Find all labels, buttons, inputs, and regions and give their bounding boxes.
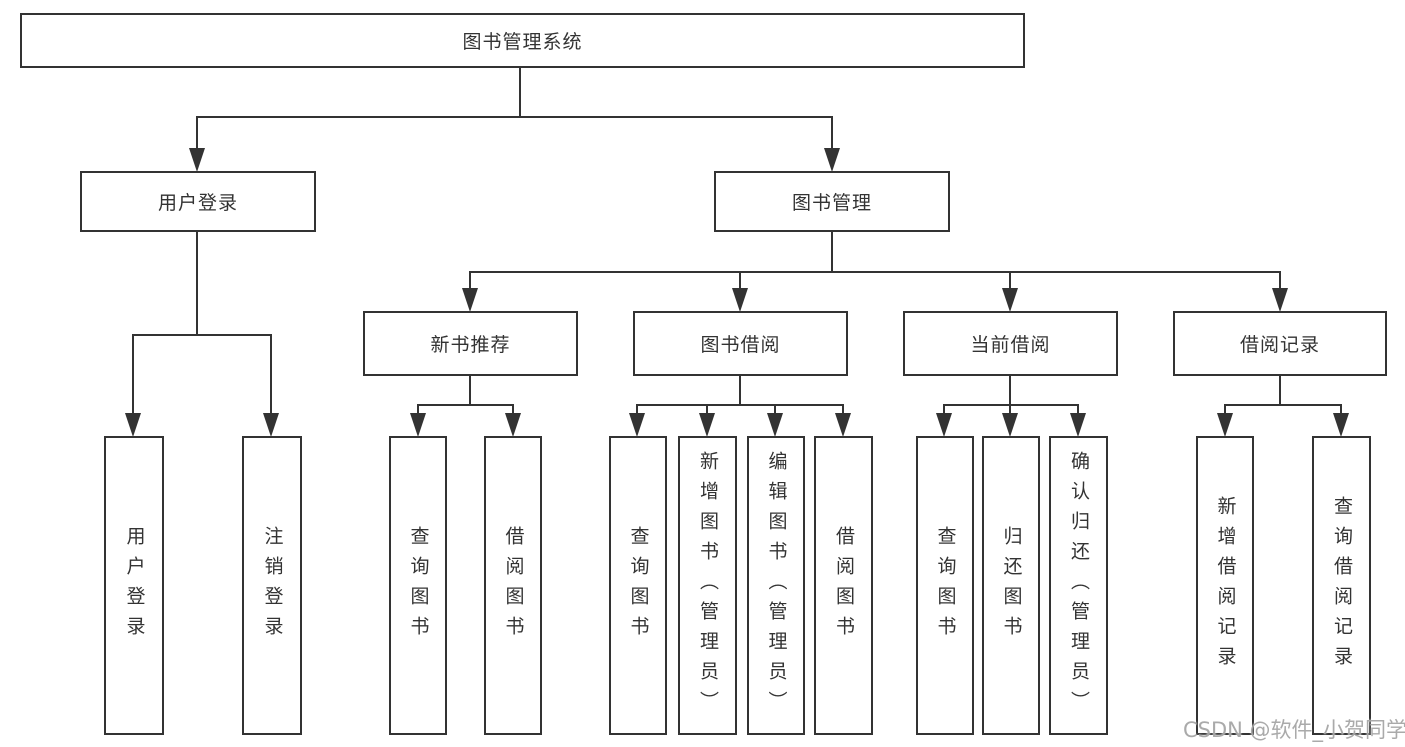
leaf-borrow-query-books: 查询图书 bbox=[609, 436, 667, 735]
arrowhead-down-icon bbox=[505, 413, 521, 437]
connector-line bbox=[831, 116, 833, 152]
leaf-user-login: 用户登录 bbox=[104, 436, 164, 735]
node-user-login-label: 用户登录 bbox=[157, 192, 238, 214]
arrowhead-down-icon bbox=[1070, 413, 1086, 437]
connector-line bbox=[469, 271, 471, 291]
leaf-borrow-add-books-admin: 新增图书（管理员） bbox=[678, 436, 737, 735]
connector-line bbox=[196, 230, 198, 336]
connector-line bbox=[739, 271, 741, 291]
node-borrow-record-label: 借阅记录 bbox=[1239, 334, 1320, 356]
connector-line bbox=[1279, 374, 1281, 406]
leaf-newbook-borrow-books: 借阅图书 bbox=[484, 436, 542, 735]
connector-line bbox=[636, 404, 844, 406]
connector-line bbox=[512, 404, 514, 418]
node-current-borrow: 当前借阅 bbox=[903, 311, 1118, 376]
leaf-current-return-books-label: 归还图书 bbox=[1000, 525, 1023, 646]
connector-line bbox=[469, 374, 471, 406]
leaf-borrow-query-books-label: 查询图书 bbox=[627, 525, 650, 646]
arrowhead-down-icon bbox=[189, 148, 205, 172]
leaf-current-confirm-return-admin-label: 确认归还（管理员） bbox=[1068, 450, 1090, 721]
node-current-borrow-label: 当前借阅 bbox=[970, 334, 1051, 356]
node-borrow-record: 借阅记录 bbox=[1173, 311, 1387, 376]
node-new-book-recommend: 新书推荐 bbox=[363, 311, 578, 376]
node-root-label: 图书管理系统 bbox=[462, 31, 583, 53]
leaf-record-add-record: 新增借阅记录 bbox=[1196, 436, 1254, 735]
connector-line bbox=[1009, 271, 1011, 291]
arrowhead-down-icon bbox=[1002, 288, 1018, 312]
leaf-newbook-borrow-books-label: 借阅图书 bbox=[502, 525, 525, 646]
node-book-management: 图书管理 bbox=[714, 171, 950, 232]
connector-line bbox=[1340, 404, 1342, 418]
arrowhead-down-icon bbox=[1217, 413, 1233, 437]
connector-line bbox=[519, 66, 521, 118]
leaf-user-login-label: 用户登录 bbox=[123, 525, 146, 646]
connector-line bbox=[1077, 404, 1079, 418]
connector-line bbox=[831, 230, 833, 273]
leaf-logout-label: 注销登录 bbox=[261, 525, 284, 646]
arrowhead-down-icon bbox=[263, 413, 279, 437]
connector-line bbox=[270, 334, 272, 416]
connector-line bbox=[706, 404, 708, 418]
connector-line bbox=[1009, 374, 1011, 406]
node-book-management-label: 图书管理 bbox=[791, 192, 872, 214]
connector-line bbox=[132, 334, 272, 336]
leaf-borrow-edit-books-admin: 编辑图书（管理员） bbox=[747, 436, 805, 735]
leaf-borrow-add-books-admin-label: 新增图书（管理员） bbox=[697, 450, 719, 721]
connector-line bbox=[1224, 404, 1342, 406]
leaf-current-query-books-label: 查询图书 bbox=[934, 525, 957, 646]
connector-line bbox=[1224, 404, 1226, 418]
leaf-borrow-borrow-books: 借阅图书 bbox=[814, 436, 873, 735]
arrowhead-down-icon bbox=[1333, 413, 1349, 437]
arrowhead-down-icon bbox=[835, 413, 851, 437]
arrowhead-down-icon bbox=[125, 413, 141, 437]
connector-line bbox=[1009, 404, 1011, 418]
arrowhead-down-icon bbox=[1272, 288, 1288, 312]
leaf-newbook-query-books-label: 查询图书 bbox=[407, 525, 430, 646]
leaf-borrow-edit-books-admin-label: 编辑图书（管理员） bbox=[765, 450, 788, 721]
connector-line bbox=[196, 116, 833, 118]
leaf-record-add-record-label: 新增借阅记录 bbox=[1214, 495, 1237, 676]
node-root: 图书管理系统 bbox=[20, 13, 1025, 68]
connector-line bbox=[943, 404, 1079, 406]
connector-line bbox=[469, 271, 1281, 273]
node-new-book-recommend-label: 新书推荐 bbox=[430, 334, 511, 356]
leaf-current-return-books: 归还图书 bbox=[982, 436, 1040, 735]
leaf-record-query-record: 查询借阅记录 bbox=[1312, 436, 1371, 735]
arrowhead-down-icon bbox=[936, 413, 952, 437]
leaf-current-confirm-return-admin: 确认归还（管理员） bbox=[1049, 436, 1108, 735]
leaf-current-query-books: 查询图书 bbox=[916, 436, 974, 735]
connector-line bbox=[196, 116, 198, 152]
connector-line bbox=[417, 404, 419, 418]
arrowhead-down-icon bbox=[629, 413, 645, 437]
node-book-borrow: 图书借阅 bbox=[633, 311, 848, 376]
arrowhead-down-icon bbox=[1002, 413, 1018, 437]
arrowhead-down-icon bbox=[732, 288, 748, 312]
node-book-borrow-label: 图书借阅 bbox=[700, 334, 781, 356]
connector-line bbox=[943, 404, 945, 418]
connector-line bbox=[417, 404, 514, 406]
connector-line bbox=[636, 404, 638, 418]
connector-line bbox=[842, 404, 844, 418]
connector-line bbox=[739, 374, 741, 406]
csdn-watermark: CSDN @软件_小贺同学 bbox=[1183, 718, 1405, 742]
leaf-record-query-record-label: 查询借阅记录 bbox=[1331, 495, 1353, 676]
arrowhead-down-icon bbox=[699, 413, 715, 437]
connector-line bbox=[1279, 271, 1281, 291]
leaf-borrow-borrow-books-label: 借阅图书 bbox=[833, 525, 855, 646]
arrowhead-down-icon bbox=[410, 413, 426, 437]
leaf-logout: 注销登录 bbox=[242, 436, 302, 735]
leaf-newbook-query-books: 查询图书 bbox=[389, 436, 447, 735]
node-user-login: 用户登录 bbox=[80, 171, 316, 232]
connector-line bbox=[132, 334, 134, 416]
connector-line bbox=[774, 404, 776, 418]
arrowhead-down-icon bbox=[824, 148, 840, 172]
arrowhead-down-icon bbox=[767, 413, 783, 437]
arrowhead-down-icon bbox=[462, 288, 478, 312]
